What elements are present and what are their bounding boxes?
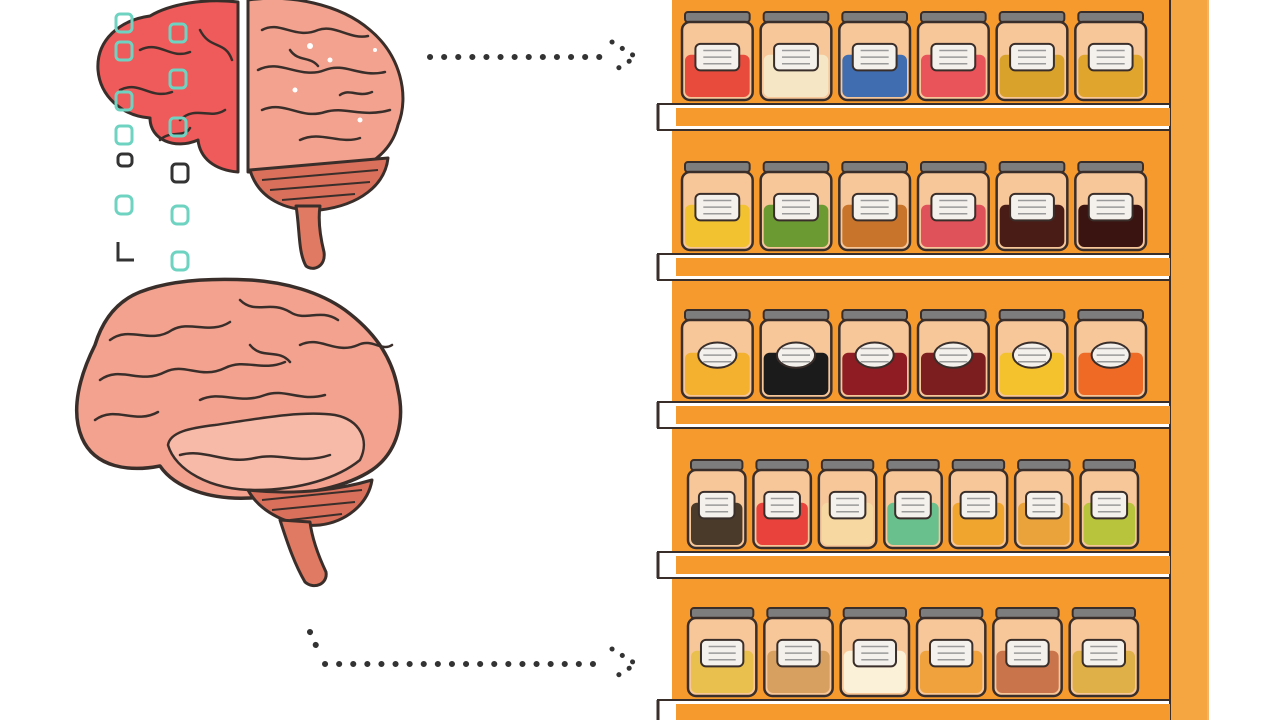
shelf-board <box>656 103 1171 131</box>
jar-icon <box>1079 459 1140 550</box>
left-hemisphere-sulci <box>118 28 234 142</box>
jar-icon <box>992 607 1063 698</box>
jar-icon <box>686 607 758 698</box>
top-brain-stem <box>294 204 326 270</box>
shelf-board <box>656 551 1171 579</box>
shelf-board <box>656 699 1171 720</box>
jar-icon <box>1068 607 1140 698</box>
falling-fragments <box>114 12 190 272</box>
top-cerebellum-stripes <box>261 169 379 201</box>
jar-icon <box>995 11 1069 102</box>
right-hemisphere-sulci <box>256 25 392 142</box>
jar-icon <box>916 11 990 102</box>
jar-icon <box>995 309 1069 400</box>
jar-icon <box>763 607 834 698</box>
split-brain-icon <box>96 0 405 272</box>
jar-icon <box>838 11 912 102</box>
jar-icon <box>915 607 987 698</box>
jar-icon <box>995 161 1069 252</box>
jar-icon <box>752 459 813 550</box>
shelf-side-panel <box>1170 0 1208 720</box>
jar-icon <box>948 459 1009 550</box>
jar-icon <box>817 459 878 550</box>
jar-icon <box>759 309 833 400</box>
jar-icon <box>916 161 990 252</box>
jar-icon <box>1074 309 1148 400</box>
jar-icon <box>838 309 912 400</box>
jar-icon <box>839 607 911 698</box>
pantry-shelf-icon <box>656 0 1209 720</box>
dotted-arrow-icon <box>427 39 639 75</box>
jar-icon <box>1074 11 1148 102</box>
jar-icon <box>759 161 833 252</box>
white-dots <box>292 43 377 123</box>
right-hemisphere <box>246 0 405 174</box>
whole-brain-icon <box>74 277 403 588</box>
jar-icon <box>838 161 912 252</box>
jar-icon <box>680 161 754 252</box>
jar-icon <box>759 11 833 102</box>
jar-icon <box>680 11 754 102</box>
jar-icon <box>916 309 990 400</box>
dotted-arrow-icon <box>307 629 639 682</box>
shelf-board <box>656 401 1171 429</box>
bottom-brain-sulci <box>93 298 394 461</box>
jar-icon <box>883 459 943 550</box>
bottom-cerebellum-stripes <box>261 489 363 521</box>
shelf-board <box>656 253 1171 281</box>
jar-icon <box>680 309 754 400</box>
jar-icon <box>686 459 747 550</box>
left-hemisphere-fragment <box>96 0 240 174</box>
jar-icon <box>1074 161 1148 252</box>
bottom-brain-stem <box>278 518 328 588</box>
jar-icon <box>1013 459 1074 550</box>
bottom-temporal-lobe <box>166 412 366 492</box>
